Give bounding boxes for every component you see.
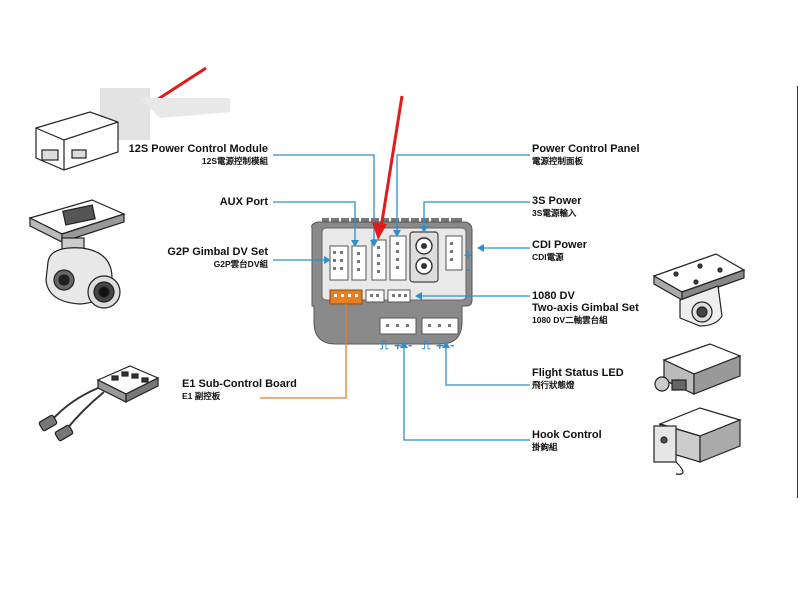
power-3s-en: 3S Power (532, 195, 582, 207)
leader-lines (273, 154, 530, 441)
power-control-module-zh: 12S電源控制模組 (201, 156, 268, 166)
cdi-power-zh: CDI電源 (532, 252, 564, 262)
e1-board-en: E1 Sub-Control Board (182, 378, 297, 390)
label-g2p-gimbal: G2P Gimbal DV Set G2P雲台DV組 (167, 246, 268, 270)
gimbal-1080-zh: 1080 DV二軸雲台組 (532, 315, 608, 325)
power-control-panel-zh: 電源控制面板 (532, 156, 584, 166)
label-power-control-panel: Power Control Panel 電源控制面板 (532, 143, 640, 167)
polarity-symbols: + - ⎍ + - ⎍ + - (379, 247, 472, 353)
leader-arrowheads (324, 226, 484, 348)
label-flight-led: Flight Status LED 飛行狀態燈 (532, 367, 624, 391)
minus-symbol-left: - (408, 337, 412, 352)
minus-symbol-right: - (450, 337, 454, 352)
hook-control-zh: 掛鉤組 (532, 442, 558, 452)
hook-illustration (653, 407, 742, 475)
gimbal-1080-illustration (652, 253, 746, 327)
label-hook-control: Hook Control 掛鉤組 (532, 429, 602, 453)
plus-symbol-right: + (436, 338, 444, 353)
label-1080-gimbal: 1080 DV Two-axis Gimbal Set 1080 DV二軸雲台組 (532, 290, 639, 326)
hook-control-en: Hook Control (532, 429, 602, 441)
label-power-control-module: 12S Power Control Module 12S電源控制模組 (129, 143, 268, 167)
label-e1-board: E1 Sub-Control Board E1 副控板 (182, 378, 297, 402)
cdi-power-en: CDI Power (532, 239, 588, 251)
flight-led-zh: 飛行狀態燈 (532, 380, 575, 390)
label-3s-power: 3S Power 3S電源輸入 (532, 195, 582, 219)
power-control-module-en: 12S Power Control Module (128, 143, 268, 155)
e1-board-zh: E1 副控板 (182, 391, 221, 401)
gimbal-1080-en1: 1080 DV (532, 290, 575, 302)
power-module-illustration (35, 111, 119, 171)
aux-port-en: AUX Port (219, 196, 268, 208)
power-control-panel-en: Power Control Panel (532, 143, 640, 155)
e1-board-illustration (38, 365, 160, 442)
g2p-gimbal-zh: G2P雲台DV組 (213, 259, 268, 269)
plus-symbol-left: + (394, 338, 402, 353)
pulse-symbol-right: ⎍ (421, 338, 431, 352)
power-3s-zh: 3S電源輸入 (532, 208, 577, 218)
label-cdi-power: CDI Power CDI電源 (532, 239, 587, 263)
flight-led-illustration (654, 343, 742, 395)
flight-led-en: Flight Status LED (532, 367, 624, 379)
gimbal-illustration (28, 199, 126, 309)
right-border-line (797, 86, 798, 498)
central-controller (311, 218, 473, 345)
g2p-gimbal-en: G2P Gimbal DV Set (167, 246, 268, 258)
pulse-symbol-left: ⎍ (379, 338, 389, 352)
gimbal-1080-en2: Two-axis Gimbal Set (532, 302, 639, 314)
label-aux-port: AUX Port (220, 196, 268, 208)
cdi-plus-symbol: + (464, 247, 472, 263)
e1-leader-line (260, 304, 347, 399)
cdi-minus-symbol: - (466, 261, 471, 277)
